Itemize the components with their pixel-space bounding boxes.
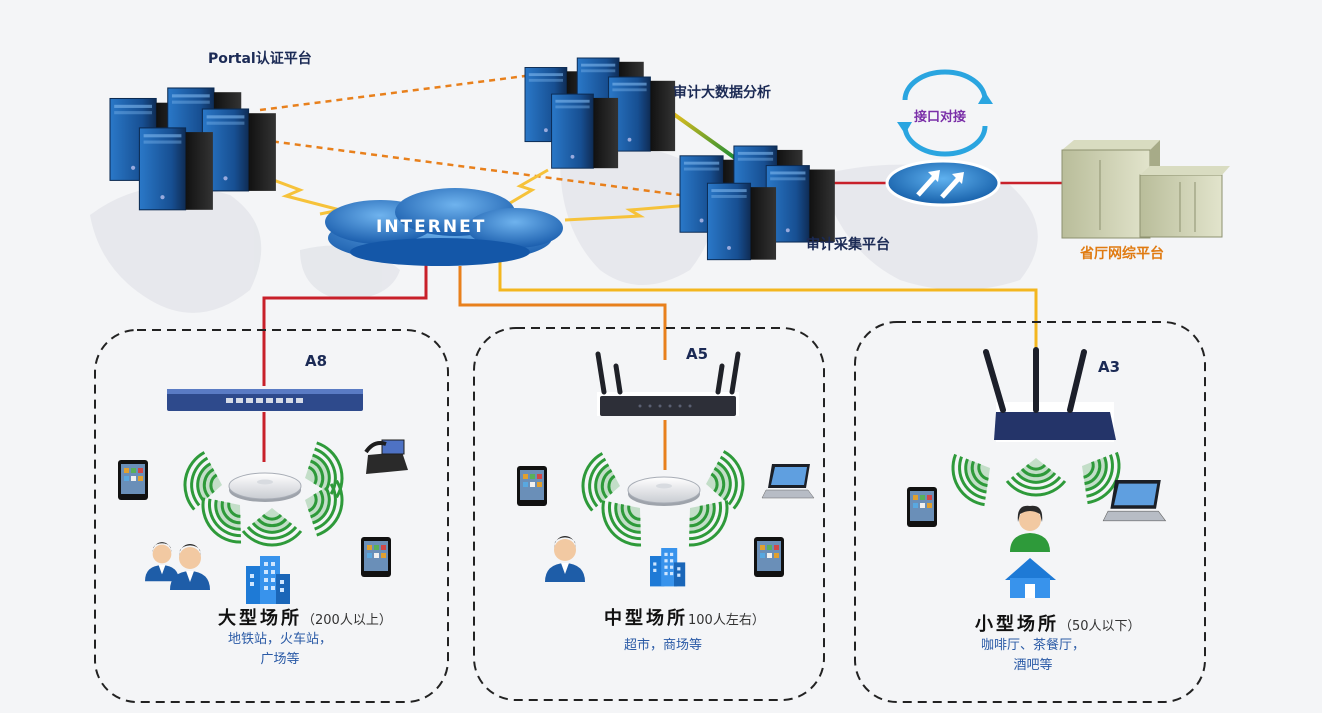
venue-subtitle-line: 超市，商场等	[623, 638, 702, 653]
venue-model-a5: A5	[686, 345, 709, 363]
venue-title-large: 大型场所（200人以上）	[218, 604, 392, 630]
a5-tablet-icon	[517, 466, 547, 506]
link-internet-a8	[262, 262, 428, 386]
venue-model-a3: A3	[1098, 358, 1121, 376]
lightning-bigdata	[504, 168, 549, 208]
venue-subtitle-small: 咖啡厅、茶餐厅， 酒吧等	[958, 636, 1108, 676]
internet-label: INTERNET	[376, 217, 487, 237]
a8-tablet-icon	[118, 460, 148, 500]
a3-wifi-signals	[941, 439, 1131, 514]
venue-capacity: （200人以上）	[302, 613, 392, 628]
province-mainframe	[1061, 140, 1230, 239]
venue-capacity: （50人以下）	[1059, 619, 1141, 634]
internet-cloud	[325, 188, 563, 266]
venue-subtitle-line: 地铁站，火车站，	[227, 632, 332, 647]
a8-building-icon	[246, 556, 290, 604]
a3-home-icon	[1005, 558, 1056, 598]
venue-subtitle-line: 咖啡厅、茶餐厅，	[980, 638, 1085, 653]
venue-name: 中型场所	[604, 608, 688, 629]
a5-building-icon	[650, 548, 686, 587]
venue-subtitle-medium: 超市，商场等	[598, 636, 728, 656]
interface-cycle-icon	[897, 69, 993, 157]
interface-label: 接口对接	[914, 110, 967, 125]
dashed-link-portal-bigdata	[259, 74, 526, 112]
venue-name: 大型场所	[218, 608, 302, 629]
a5-laptop-icon	[761, 463, 815, 499]
a8-access-point	[228, 472, 302, 503]
venue-capacity: 100人左右）	[688, 613, 765, 628]
interface-arrow-button-icon	[885, 159, 1001, 207]
province-platform-label: 省厅网综平台	[1080, 246, 1164, 262]
link-bigdata-collect	[666, 108, 737, 160]
venue-title-small: 小型场所（50人以下）	[975, 610, 1141, 636]
portal-platform-label: Portal认证平台	[208, 51, 312, 67]
audit-collect-label: 审计采集平台	[806, 237, 890, 253]
venue-subtitle-large: 地铁站，火车站， 广场等	[205, 630, 355, 670]
venue-title-medium: 中型场所100人左右）	[604, 604, 765, 630]
a5-router	[595, 351, 741, 416]
a3-user-icon	[1010, 505, 1050, 552]
dashed-link-portal-collect	[261, 138, 681, 197]
a5-access-point	[627, 476, 701, 507]
a8-rack-router	[167, 389, 363, 411]
a8-tablet-icon-2	[361, 537, 391, 577]
a8-users-icon	[145, 542, 210, 590]
venue-model-a8: A8	[305, 352, 328, 370]
lightning-collect	[564, 203, 691, 222]
venue-subtitle-line: 酒吧等	[1013, 658, 1053, 673]
link-internet-a5	[458, 266, 667, 360]
a5-tablet-icon-2	[754, 537, 784, 577]
a5-user-icon	[545, 536, 585, 582]
venue-box-medium	[473, 327, 825, 701]
venue-box-small	[854, 321, 1206, 703]
venue-subtitle-line: 广场等	[260, 652, 300, 667]
venue-name: 小型场所	[975, 614, 1059, 635]
portal-server-cluster	[110, 88, 276, 210]
a3-tablet-icon	[907, 487, 937, 527]
a8-phone-icon	[364, 439, 408, 474]
audit-bigdata-label: 审计大数据分析	[673, 85, 771, 101]
a3-router	[983, 347, 1116, 442]
